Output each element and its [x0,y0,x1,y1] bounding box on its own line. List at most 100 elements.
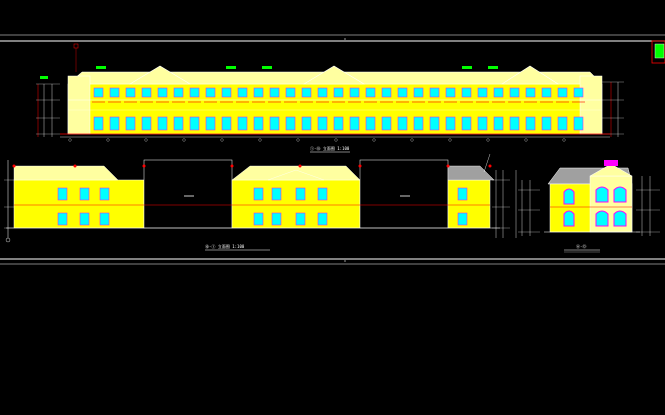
side-window-group [57,187,468,226]
side-window-lower [99,212,110,226]
side-window-lower [271,212,282,226]
front-window-lower [397,116,408,131]
axis-marker-icon [334,138,338,142]
front-window-lower [493,116,504,131]
front-top-markers [73,43,498,72]
side-window-lower [57,212,68,226]
axis-marker-icon [562,138,566,142]
front-window-lower [189,116,200,131]
front-window-upper [189,87,200,98]
front-pediment-2 [302,65,366,85]
front-window-upper [205,87,216,98]
side-left-dimensions [4,160,14,243]
front-window-upper [461,87,472,98]
front-axis-markers [68,138,566,142]
end-left-dimensions [518,180,540,236]
end-right-dimensions [636,176,660,236]
front-window-lower [525,116,536,131]
front-window-upper [477,87,488,98]
end-windows [563,186,627,227]
front-pediment-3 [500,65,560,85]
end-elevation-title: Ⓐ-Ⓓ [576,243,586,249]
front-window-lower [413,116,424,131]
front-window-upper [493,87,504,98]
front-window-upper [253,87,264,98]
front-window-upper [301,87,312,98]
front-window-upper [109,87,120,98]
front-window-upper [333,87,344,98]
front-window-lower [205,116,216,131]
front-elevation-title: ①-⑩ 立面图 1:100 [310,145,350,151]
side-window-lower [295,212,306,226]
front-window-lower [573,116,584,131]
front-window-upper [269,87,280,98]
axis-marker-icon [144,138,148,142]
side-window-upper [457,187,468,201]
front-left-dimensions [36,76,60,137]
front-window-upper [509,87,520,98]
front-window-lower [141,116,152,131]
side-axis-markers [12,164,492,168]
side-elevation: ⑩-① 立面图 1:100 [4,153,517,251]
front-window-lower [445,116,456,131]
front-window-lower [349,116,360,131]
side-window-upper [317,187,328,201]
front-window-upper [413,87,424,98]
front-window-upper [93,87,104,98]
front-elevation: ①-⑩ 立面图 1:100 [36,43,624,153]
front-window-lower [285,116,296,131]
axis-marker-icon [258,138,262,142]
front-window-lower [317,116,328,131]
front-window-lower [173,116,184,131]
title-block-icon [651,40,665,64]
end-elevation: Ⓐ-Ⓓ [518,160,660,253]
front-right-dimensions [600,81,624,137]
axis-marker-icon [372,138,376,142]
front-window-upper [381,87,392,98]
side-window-upper [99,187,110,201]
side-window-upper [253,187,264,201]
side-window-lower [79,212,90,226]
front-end-right [579,75,603,135]
front-window-lower [253,116,264,131]
side-window-lower [457,212,468,226]
front-window-upper [397,87,408,98]
axis-marker-icon [410,138,414,142]
drawing-frame [0,34,665,265]
front-window-upper [445,87,456,98]
front-window-upper [157,87,168,98]
side-courtyard-2 [359,159,449,229]
front-window-upper [429,87,440,98]
front-end-left [67,75,91,135]
front-window-lower [269,116,280,131]
front-window-upper [173,87,184,98]
front-window-lower [333,116,344,131]
front-window-lower [93,116,104,131]
front-window-upper [125,87,136,98]
front-window-lower [125,116,136,131]
front-pediment-1 [128,65,192,85]
front-window-lower [477,116,488,131]
front-window-lower [429,116,440,131]
front-window-upper [237,87,248,98]
side-wing-3 [447,179,491,229]
side-window-lower [253,212,264,226]
front-window-upper [365,87,376,98]
front-window-upper [541,87,552,98]
front-window-lower [461,116,472,131]
front-window-upper [557,87,568,98]
front-window-upper [525,87,536,98]
side-window-upper [79,187,90,201]
axis-marker-icon [524,138,528,142]
front-window-lower [365,116,376,131]
front-window-upper [573,87,584,98]
front-window-upper [349,87,360,98]
side-courtyard-1 [143,159,233,229]
side-window-upper [271,187,282,201]
axis-marker-icon [486,138,490,142]
front-window-lower [157,116,168,131]
side-window-upper [57,187,68,201]
front-window-lower [301,116,312,131]
front-window-lower [237,116,248,131]
